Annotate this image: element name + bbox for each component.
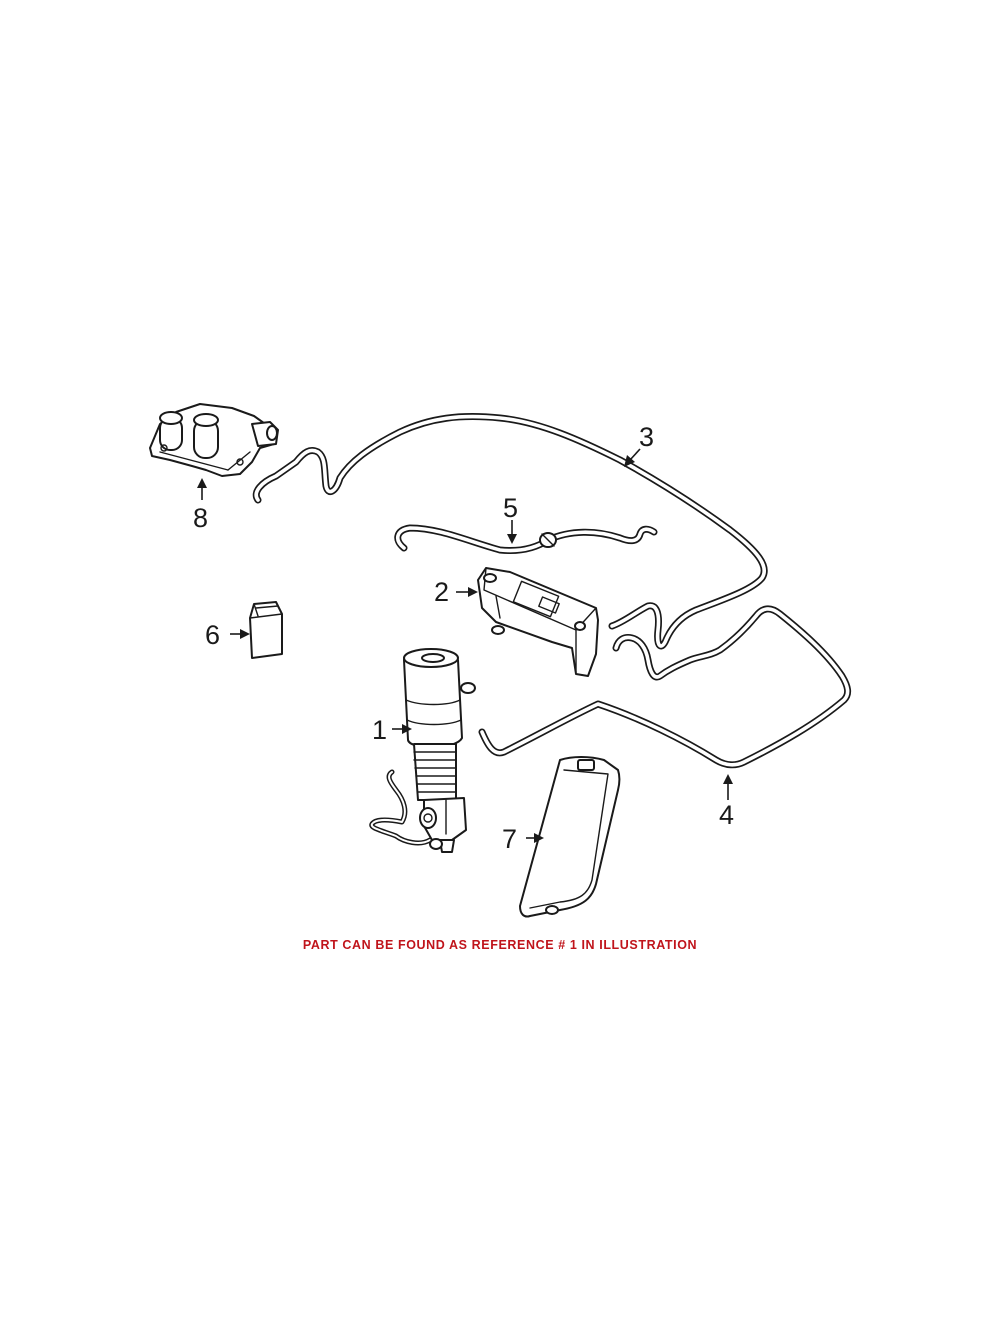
- callout-4: 4: [719, 800, 734, 830]
- callout-7: 7: [502, 824, 517, 854]
- reference-note: PART CAN BE FOUND AS REFERENCE # 1 IN IL…: [302, 938, 698, 952]
- air-line-5: [394, 524, 658, 554]
- air-line-4: [478, 605, 852, 769]
- air-strut-1: [369, 648, 476, 853]
- control-module-6: [249, 601, 283, 659]
- air-line-3: [252, 413, 768, 650]
- leader-5: [507, 520, 517, 544]
- callout-3: 3: [639, 422, 654, 452]
- callout-2: 2: [434, 577, 449, 607]
- leader-6: [230, 629, 250, 639]
- callout-1: 1: [372, 715, 387, 745]
- callout-6: 6: [205, 620, 220, 650]
- callout-8: 8: [193, 503, 208, 533]
- leader-1: [392, 724, 412, 734]
- callout-5: 5: [503, 493, 518, 523]
- compressor-2: [477, 567, 599, 677]
- leader-3: [624, 448, 641, 467]
- leader-7: [526, 833, 544, 843]
- leader-8: [197, 478, 207, 500]
- leader-2: [456, 587, 478, 597]
- cover-panel-7: [519, 756, 621, 918]
- leader-4: [723, 774, 733, 800]
- valve-block-8: [149, 403, 279, 477]
